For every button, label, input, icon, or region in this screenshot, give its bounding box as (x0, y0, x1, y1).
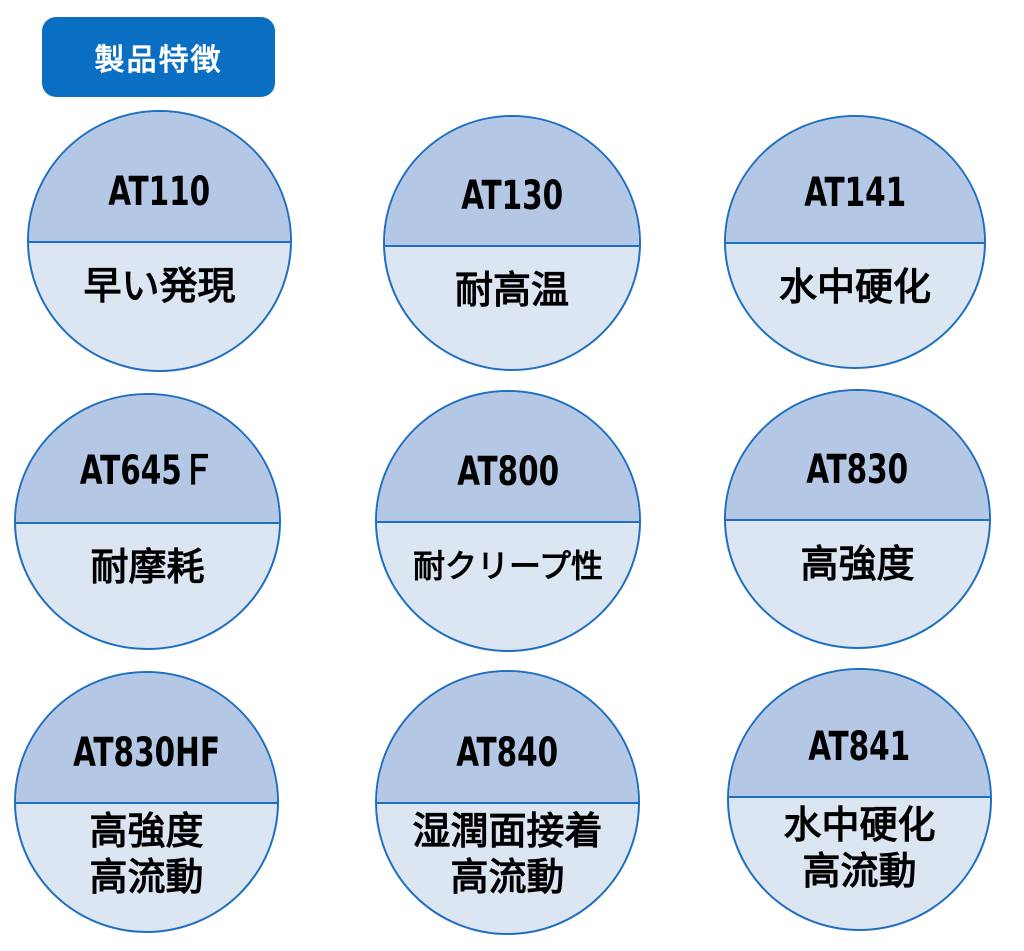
product-code-band: AT830HF (16, 673, 277, 804)
product-circle-at840: AT840 湿潤面接着 高流動 (375, 670, 640, 935)
product-feature: 高強度 (800, 542, 915, 586)
product-feature: 高強度 (89, 809, 204, 853)
product-code-band: AT130 (385, 117, 639, 247)
product-feature-band: 耐摩耗 (16, 524, 279, 648)
product-circle-at130: AT130 耐高温 (383, 115, 641, 371)
product-code-band: AT840 (377, 672, 638, 804)
product-feature-second-line: 高流動 (89, 855, 204, 899)
product-feature: 湿潤面接着 (412, 809, 603, 853)
product-circle-at830: AT830 高強度 (724, 389, 991, 649)
product-code: AT110 (108, 169, 211, 215)
product-feature: 水中硬化 (778, 265, 931, 309)
product-feature: 水中硬化 (783, 803, 936, 847)
product-code: AT830 (806, 447, 909, 493)
product-circle-at141: AT141 水中硬化 (724, 115, 986, 369)
product-code-band: AT110 (29, 112, 290, 243)
product-circle-at645f: AT645Ｆ 耐摩耗 (14, 393, 281, 650)
product-code: AT130 (460, 173, 564, 219)
section-header-tag: 製品特徴 (42, 17, 275, 97)
product-code: AT141 (803, 170, 907, 216)
product-code: AT840 (456, 730, 559, 776)
section-header-label: 製品特徴 (94, 43, 223, 78)
product-feature-band: 耐クリープ性 (377, 523, 639, 650)
product-code-band: AT841 (729, 670, 990, 798)
product-feature: 耐摩耗 (90, 545, 205, 589)
product-feature: 早い発現 (83, 264, 236, 308)
product-feature-band: 高強度 高流動 (16, 804, 277, 931)
product-code: AT800 (456, 449, 560, 495)
product-feature-band: 早い発現 (29, 243, 290, 370)
product-code-band: AT800 (377, 392, 639, 523)
product-circle-at800: AT800 耐クリープ性 (375, 390, 641, 652)
product-feature-band: 高強度 (726, 521, 989, 647)
product-code-band: AT141 (726, 117, 984, 244)
product-circle-at841: AT841 水中硬化 高流動 (727, 668, 992, 931)
product-feature-band: 水中硬化 (726, 244, 984, 367)
product-code-band: AT830 (726, 391, 989, 521)
product-feature-band: 耐高温 (385, 247, 639, 369)
product-feature-second-line: 高流動 (450, 855, 565, 899)
product-code: AT830HF (73, 730, 220, 776)
product-feature-second-line: 高流動 (802, 849, 917, 893)
product-feature: 耐クリープ性 (412, 547, 604, 585)
product-circle-at830hf: AT830HF 高強度 高流動 (14, 671, 279, 933)
product-feature-band: 水中硬化 高流動 (729, 798, 990, 929)
product-circle-at110: AT110 早い発現 (27, 110, 292, 372)
product-feature: 耐高温 (454, 268, 569, 312)
product-feature-band: 湿潤面接着 高流動 (377, 804, 638, 933)
product-code: AT645Ｆ (80, 448, 215, 494)
product-code: AT841 (808, 724, 911, 770)
product-code-band: AT645Ｆ (16, 395, 279, 524)
